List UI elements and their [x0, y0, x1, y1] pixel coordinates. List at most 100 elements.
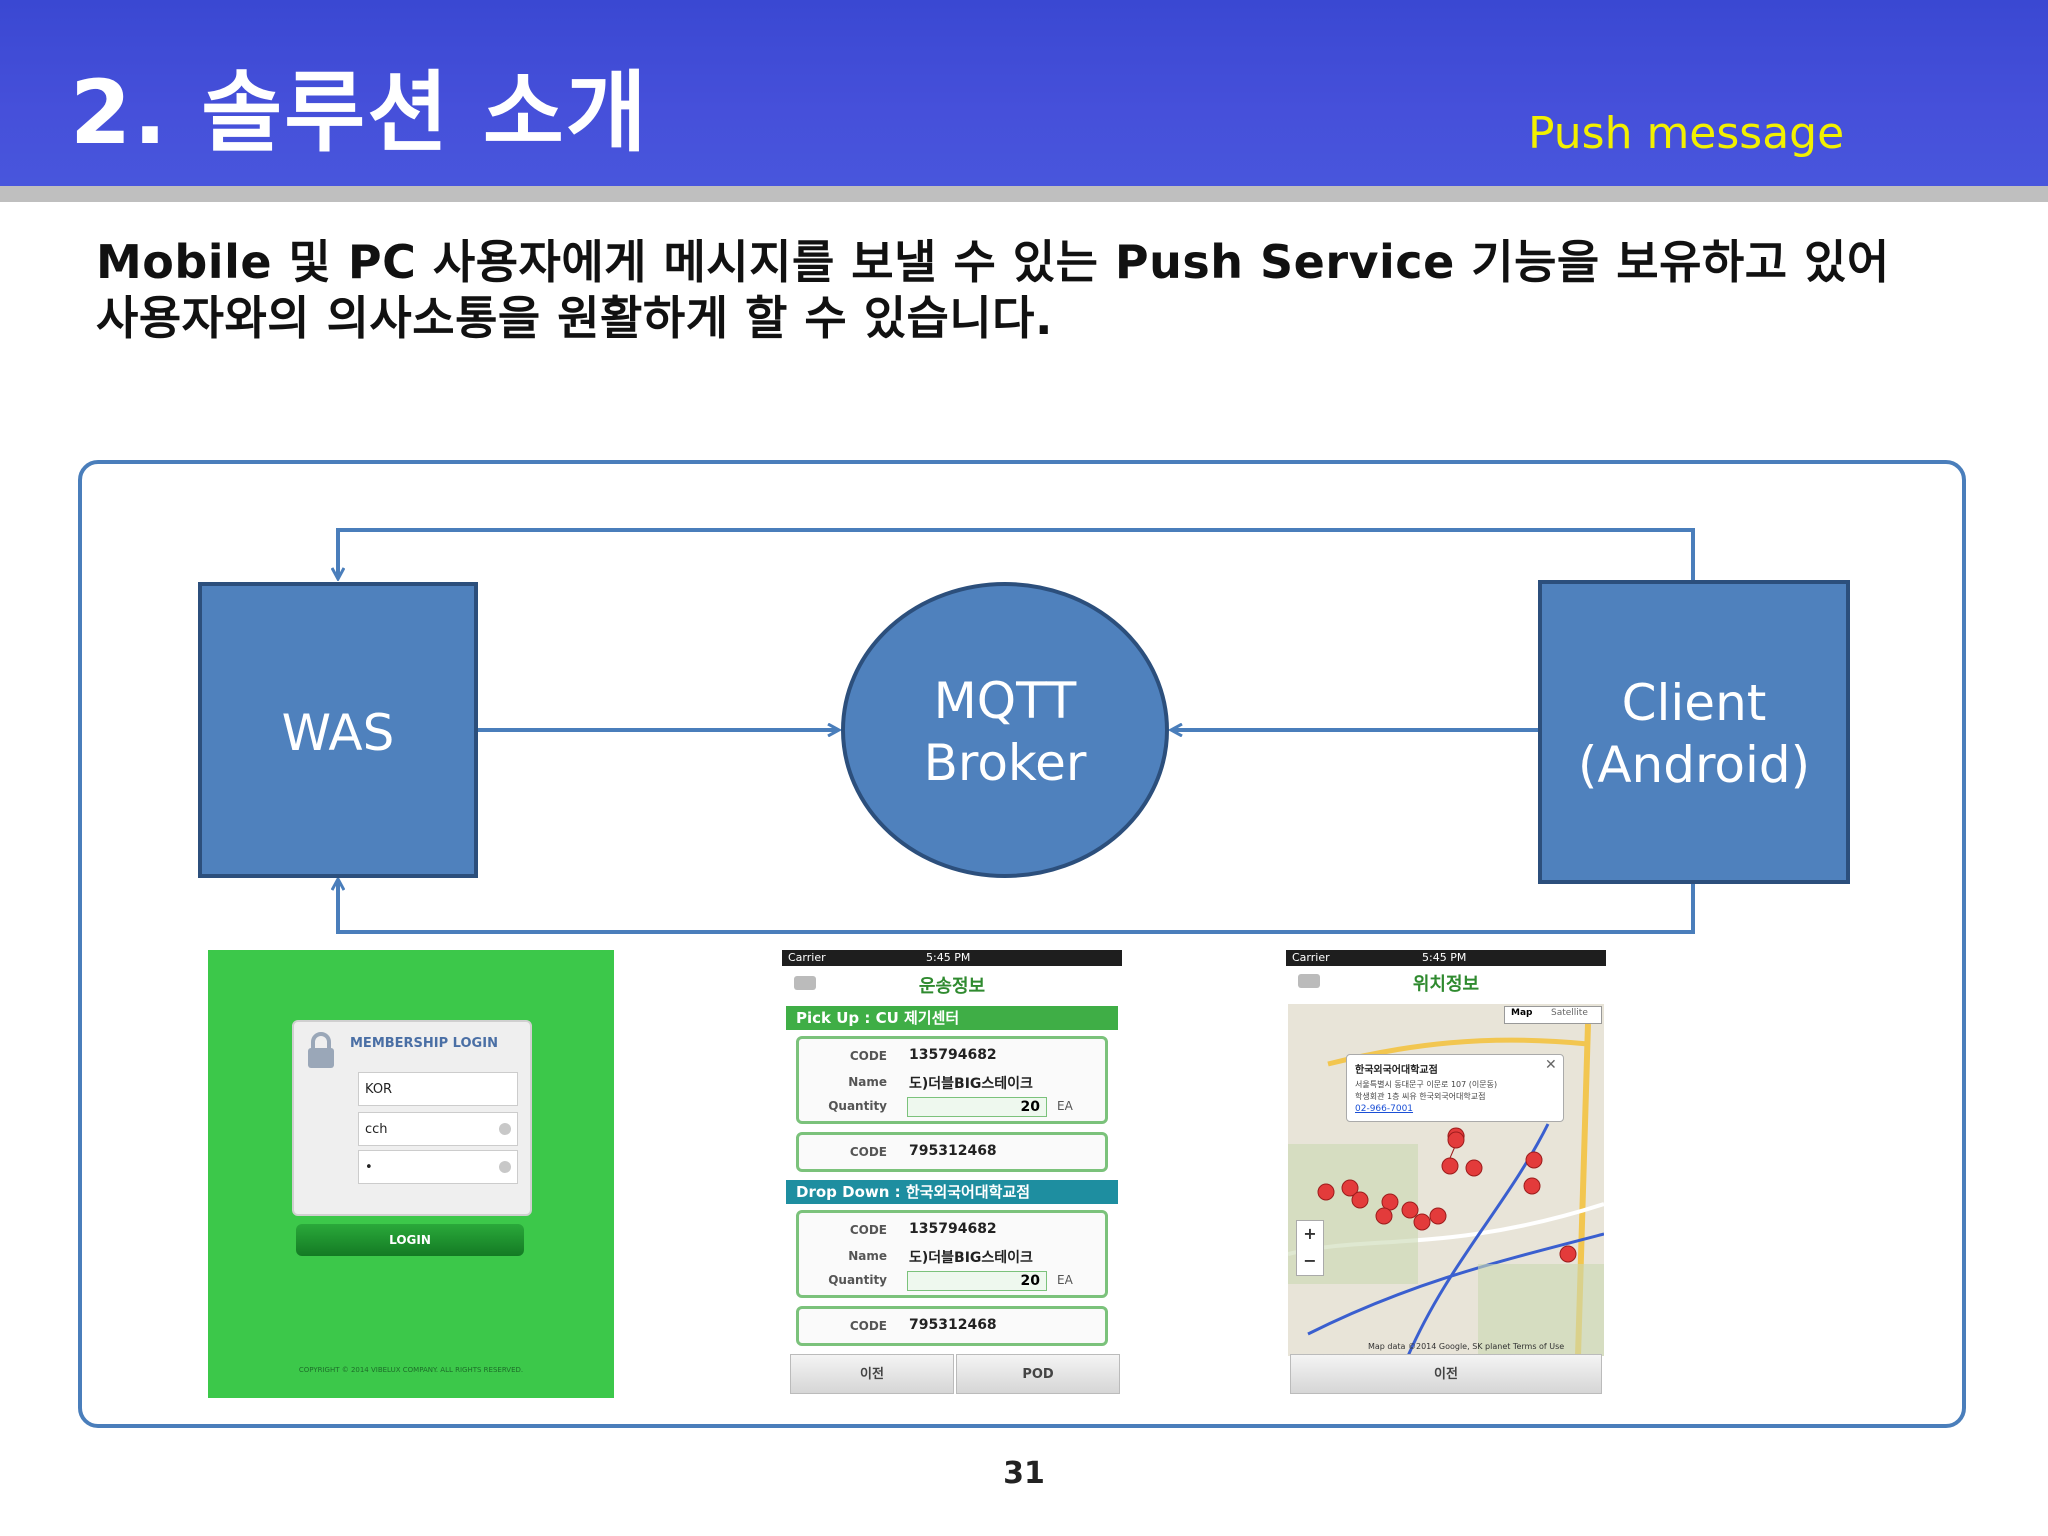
map-marker-icon	[1441, 1157, 1459, 1175]
code-label: CODE	[849, 1223, 887, 1237]
language-value: KOR	[365, 1082, 393, 1097]
lock-icon	[308, 1032, 334, 1068]
callout-phone-link[interactable]: 02-966-7001	[1355, 1104, 1414, 1114]
slide-title: 2. 솔루션 소개	[70, 61, 649, 164]
map-marker-icon	[1429, 1207, 1447, 1225]
map-marker-icon	[1341, 1179, 1359, 1197]
map-marker-icon	[1351, 1191, 1369, 1209]
zoom-control: + −	[1296, 1220, 1324, 1276]
was-label: WAS	[282, 704, 395, 762]
map-marker-icon	[1401, 1201, 1419, 1219]
id-field[interactable]: cch	[358, 1112, 518, 1146]
map-markers	[1317, 1127, 1577, 1263]
dropdown-card-2[interactable]: CODE 795312468	[796, 1306, 1108, 1346]
map-marker-icon	[1375, 1207, 1393, 1225]
login-screenshot: MEMBERSHIP LOGIN KOR cch • LOGIN COPYRIG…	[208, 950, 614, 1398]
map-marker-icon	[1413, 1213, 1431, 1231]
pickup-card-1[interactable]: CODE 135794682 Name 도)더블BIG스테이크 Quantity…	[796, 1036, 1108, 1124]
quantity-label: Quantity	[828, 1099, 887, 1113]
map-tab[interactable]: Map	[1511, 1008, 1533, 1018]
time-label: 5:45 PM	[1422, 951, 1467, 964]
map-roads	[1288, 1023, 1604, 1356]
location-title: 위치정보	[1412, 974, 1480, 995]
map-view[interactable]: Map Satellite 한국외국어대학교점 ✕ 서울특별시 동대문구 이문로…	[1288, 1004, 1604, 1356]
name-value: 도)더블BIG스테이크	[909, 1250, 1033, 1266]
was-node	[198, 582, 478, 878]
name-value: 도)더블BIG스테이크	[909, 1076, 1033, 1092]
unit-label: EA	[1057, 1099, 1073, 1113]
map-type-toggle[interactable]: Map Satellite	[1504, 1006, 1602, 1024]
quantity-value[interactable]: 20	[907, 1097, 1047, 1117]
code-value: 795312468	[909, 1143, 997, 1159]
language-select[interactable]: KOR	[358, 1072, 518, 1106]
code-value: 135794682	[909, 1221, 997, 1237]
code-value: 135794682	[909, 1047, 997, 1063]
header-divider	[0, 186, 2048, 202]
code-label: CODE	[849, 1145, 887, 1159]
password-value: •	[365, 1160, 373, 1175]
broker-label-line-1: MQTT	[934, 672, 1077, 730]
callout-address-2: 학생회관 1층 씨유 한국외국어대학교점	[1355, 1092, 1486, 1101]
delivery-title: 운송정보	[918, 976, 986, 997]
client-label-line-2: (Android)	[1578, 736, 1810, 794]
client-label-line-1: Client	[1622, 674, 1767, 732]
slide-header	[0, 0, 2048, 186]
login-button[interactable]: LOGIN	[296, 1224, 524, 1256]
pickup-header: Pick Up : CU 제기센터	[786, 1006, 1118, 1030]
code-label: CODE	[849, 1049, 887, 1063]
page-number: 31	[1003, 1456, 1045, 1491]
location-screenshot: Carrier 5:45 PM 위치정보 Map Satellite 한국외국어…	[1286, 950, 1606, 1398]
login-copyright: COPYRIGHT © 2014 VIBELUX COMPANY. ALL RI…	[298, 1366, 524, 1374]
carrier-label: Carrier	[788, 951, 826, 964]
callout-title: 한국외국어대학교점	[1355, 1065, 1438, 1076]
description-line-1: Mobile 및 PC 사용자에게 메시지를 보낼 수 있는 Push Serv…	[96, 235, 1890, 289]
name-label: Name	[848, 1075, 887, 1089]
name-label: Name	[848, 1249, 887, 1263]
dropdown-header: Drop Down : 한국외국어대학교점	[786, 1180, 1118, 1204]
pod-button[interactable]: POD	[956, 1354, 1120, 1394]
login-title: MEMBERSHIP LOGIN	[350, 1036, 498, 1051]
description-line-2: 사용자와의 의사소통을 원활하게 할 수 있습니다.	[96, 291, 1053, 345]
zoom-out-icon[interactable]: −	[1303, 1251, 1317, 1270]
menu-icon[interactable]	[1298, 974, 1320, 988]
code-label: CODE	[849, 1319, 887, 1333]
delivery-screenshot: Carrier 5:45 PM 운송정보 Pick Up : CU 제기센터 C…	[782, 950, 1122, 1398]
id-value: cch	[365, 1122, 388, 1137]
callout-address-1: 서울특별시 동대문구 이문로 107 (이문동)	[1355, 1080, 1498, 1089]
broker-node	[841, 582, 1169, 878]
quantity-value[interactable]: 20	[907, 1271, 1047, 1291]
dropdown-card-1[interactable]: CODE 135794682 Name 도)더블BIG스테이크 Quantity…	[796, 1210, 1108, 1298]
map-marker-icon	[1447, 1131, 1465, 1149]
map-marker-icon	[1523, 1177, 1541, 1195]
code-value: 795312468	[909, 1317, 997, 1333]
pickup-card-2[interactable]: CODE 795312468	[796, 1132, 1108, 1172]
unit-label: EA	[1057, 1273, 1073, 1287]
close-icon[interactable]: ✕	[1545, 1057, 1557, 1073]
arrow-top-loop	[338, 528, 1695, 580]
clear-icon[interactable]	[499, 1123, 511, 1135]
prev-button[interactable]: 이전	[790, 1354, 954, 1394]
carrier-label: Carrier	[1292, 951, 1330, 964]
diagram-frame	[78, 460, 1966, 1428]
map-info-window: 한국외국어대학교점 ✕ 서울특별시 동대문구 이문로 107 (이문동) 학생회…	[1346, 1054, 1564, 1122]
status-bar: Carrier 5:45 PM	[1286, 950, 1606, 966]
broker-label-line-2: Broker	[924, 734, 1087, 792]
arrow-bottom-loop	[338, 880, 1695, 934]
map-marker-icon	[1317, 1183, 1335, 1201]
satellite-tab[interactable]: Satellite	[1551, 1008, 1588, 1018]
map-marker-icon	[1465, 1159, 1483, 1177]
status-bar: Carrier 5:45 PM	[782, 950, 1122, 966]
zoom-in-icon[interactable]: +	[1303, 1224, 1317, 1243]
password-field[interactable]: •	[358, 1150, 518, 1184]
menu-icon[interactable]	[794, 976, 816, 990]
map-attribution: Map data ©2014 Google, SK planet Terms o…	[1368, 1342, 1565, 1351]
map-marker-icon	[1559, 1245, 1577, 1263]
time-label: 5:45 PM	[926, 951, 971, 964]
slide-subtitle: Push message	[1528, 108, 1845, 159]
quantity-label: Quantity	[828, 1273, 887, 1287]
clear-icon[interactable]	[499, 1161, 511, 1173]
map-marker-icon	[1525, 1151, 1543, 1169]
prev-button[interactable]: 이전	[1290, 1354, 1602, 1394]
client-node	[1538, 580, 1850, 884]
